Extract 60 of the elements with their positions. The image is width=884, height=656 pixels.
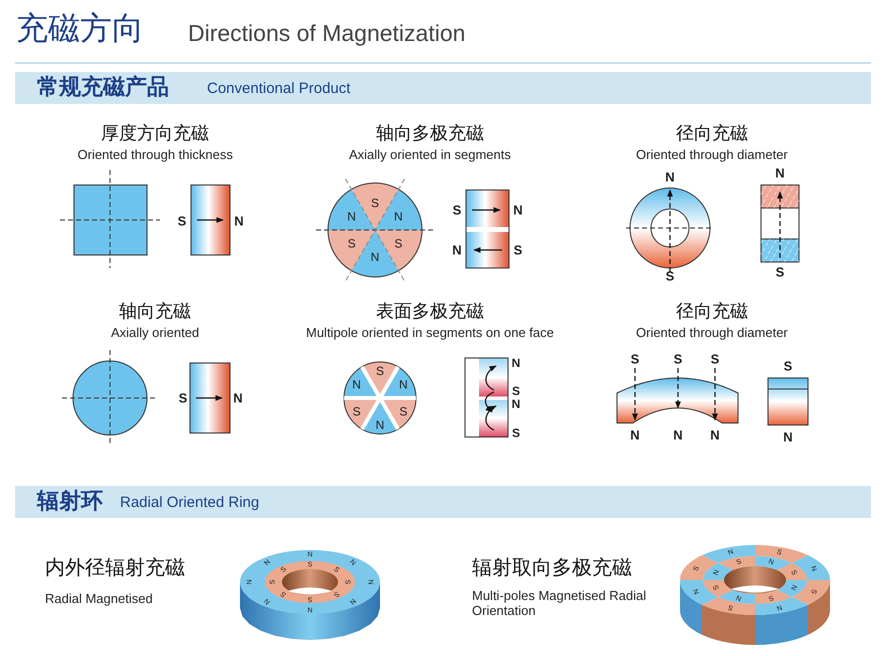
pole-label: S (452, 202, 462, 218)
pole-label: S (352, 404, 361, 418)
pole-label: S (674, 352, 682, 366)
pole-label: N (775, 166, 785, 180)
panel-subtitle: Axially oriented (111, 326, 200, 341)
panel-title: 辐射取向多极充磁 (472, 556, 632, 579)
panel-subtitle: Oriented through diameter (636, 326, 788, 341)
pole-label: N (452, 242, 462, 258)
pole-label: S (348, 236, 356, 250)
pole-label: N (233, 390, 243, 406)
panel-title: 轴向多极充磁 (376, 124, 484, 145)
pole-label: N (783, 430, 793, 444)
pole-label: S (178, 214, 186, 228)
pole-label: N (665, 170, 675, 184)
section-subtitle: Conventional Product (207, 80, 350, 97)
pole-label: N (370, 250, 380, 264)
pole-label: N (347, 210, 356, 224)
page-title: 充磁方向 (16, 10, 144, 47)
pole-label: N (512, 397, 520, 411)
pole-label: S (514, 242, 522, 258)
panel-title: 轴向充磁 (119, 302, 191, 323)
panel-subtitle: Multi-poles Magnetised Radial Orientation (472, 589, 648, 619)
pole-label: N (630, 428, 640, 442)
pole-label: N (673, 428, 683, 442)
pole-label: N (234, 214, 244, 228)
pole-label: S (371, 196, 379, 210)
panel-subtitle: Oriented through diameter (636, 148, 788, 163)
panel-title: 径向充磁 (676, 302, 748, 323)
page-subtitle: Directions of Magnetization (188, 20, 466, 46)
section-band (15, 486, 871, 518)
pole-label: S (178, 390, 188, 406)
pole-label: S (776, 264, 784, 280)
section-subtitle: Radial Oriented Ring (120, 494, 260, 511)
pole-label: N (376, 418, 384, 432)
panel-title: 径向充磁 (676, 124, 748, 145)
pole-label: S (512, 384, 520, 398)
panel-title: 内外径辐射充磁 (45, 556, 185, 579)
panel-title: 厚度方向充磁 (101, 124, 209, 145)
panel-subtitle: Axially oriented in segments (349, 148, 511, 163)
pole-label: S (710, 352, 720, 366)
pole-label: N (399, 378, 408, 392)
pole-label: S (394, 236, 402, 250)
panel-subtitle: Oriented through thickness (78, 148, 233, 163)
pole-label: S (784, 358, 792, 374)
pole-label: S (666, 268, 674, 284)
section-title: 常规充磁产品 (37, 74, 169, 102)
section-title: 辐射环 (37, 488, 103, 516)
pole-label: N (710, 428, 720, 442)
panel-subtitle: Multipole oriented in segments on one face (306, 326, 554, 341)
pole-label: S (630, 352, 640, 366)
pole-label: N (352, 378, 361, 392)
pole-label: S (376, 364, 384, 378)
pole-label: N (394, 210, 403, 224)
panel-title: 表面多极充磁 (376, 302, 484, 323)
pole-label: S (399, 404, 408, 418)
pole-label: N (513, 202, 523, 218)
pole-label: S (512, 426, 520, 440)
pole-label: N (512, 356, 520, 370)
section-band (15, 72, 871, 104)
panel-subtitle: Radial Magnetised (45, 592, 153, 607)
